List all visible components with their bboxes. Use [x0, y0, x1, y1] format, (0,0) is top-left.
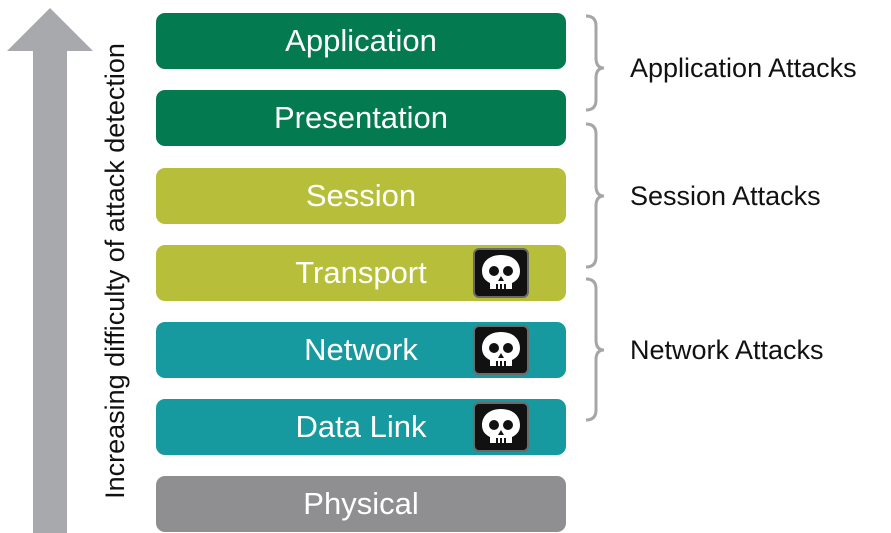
- layer-label: Network: [304, 332, 418, 367]
- axis-label: Increasing difficulty of attack detectio…: [100, 43, 130, 499]
- layer-physical: Physical: [156, 476, 566, 532]
- group-label-network: Network Attacks: [630, 335, 824, 365]
- layer-label: Presentation: [273, 100, 449, 135]
- skull-icon: [473, 402, 529, 452]
- layer-transport: Transport: [156, 245, 566, 301]
- group-label-application: Application Attacks: [630, 53, 857, 83]
- group-braces: [585, 14, 605, 422]
- brace-application: [585, 14, 605, 112]
- layer-application: Application: [156, 13, 566, 69]
- layer-label: Data Link: [295, 409, 427, 444]
- brace-network: [585, 277, 605, 422]
- layer-network: Network: [156, 322, 566, 378]
- group-label-session: Session Attacks: [630, 181, 821, 211]
- brace-session: [585, 122, 605, 269]
- layer-data-link: Data Link: [156, 399, 566, 455]
- layer-session: Session: [156, 168, 566, 224]
- difficulty-arrow: [7, 8, 93, 533]
- skull-icon: [473, 325, 529, 375]
- layer-label: Session: [305, 178, 417, 213]
- layer-label: Transport: [295, 255, 427, 290]
- layer-label: Physical: [303, 486, 419, 521]
- skull-icon: [473, 248, 529, 298]
- layer-label: Application: [285, 23, 437, 58]
- layer-presentation: Presentation: [156, 90, 566, 146]
